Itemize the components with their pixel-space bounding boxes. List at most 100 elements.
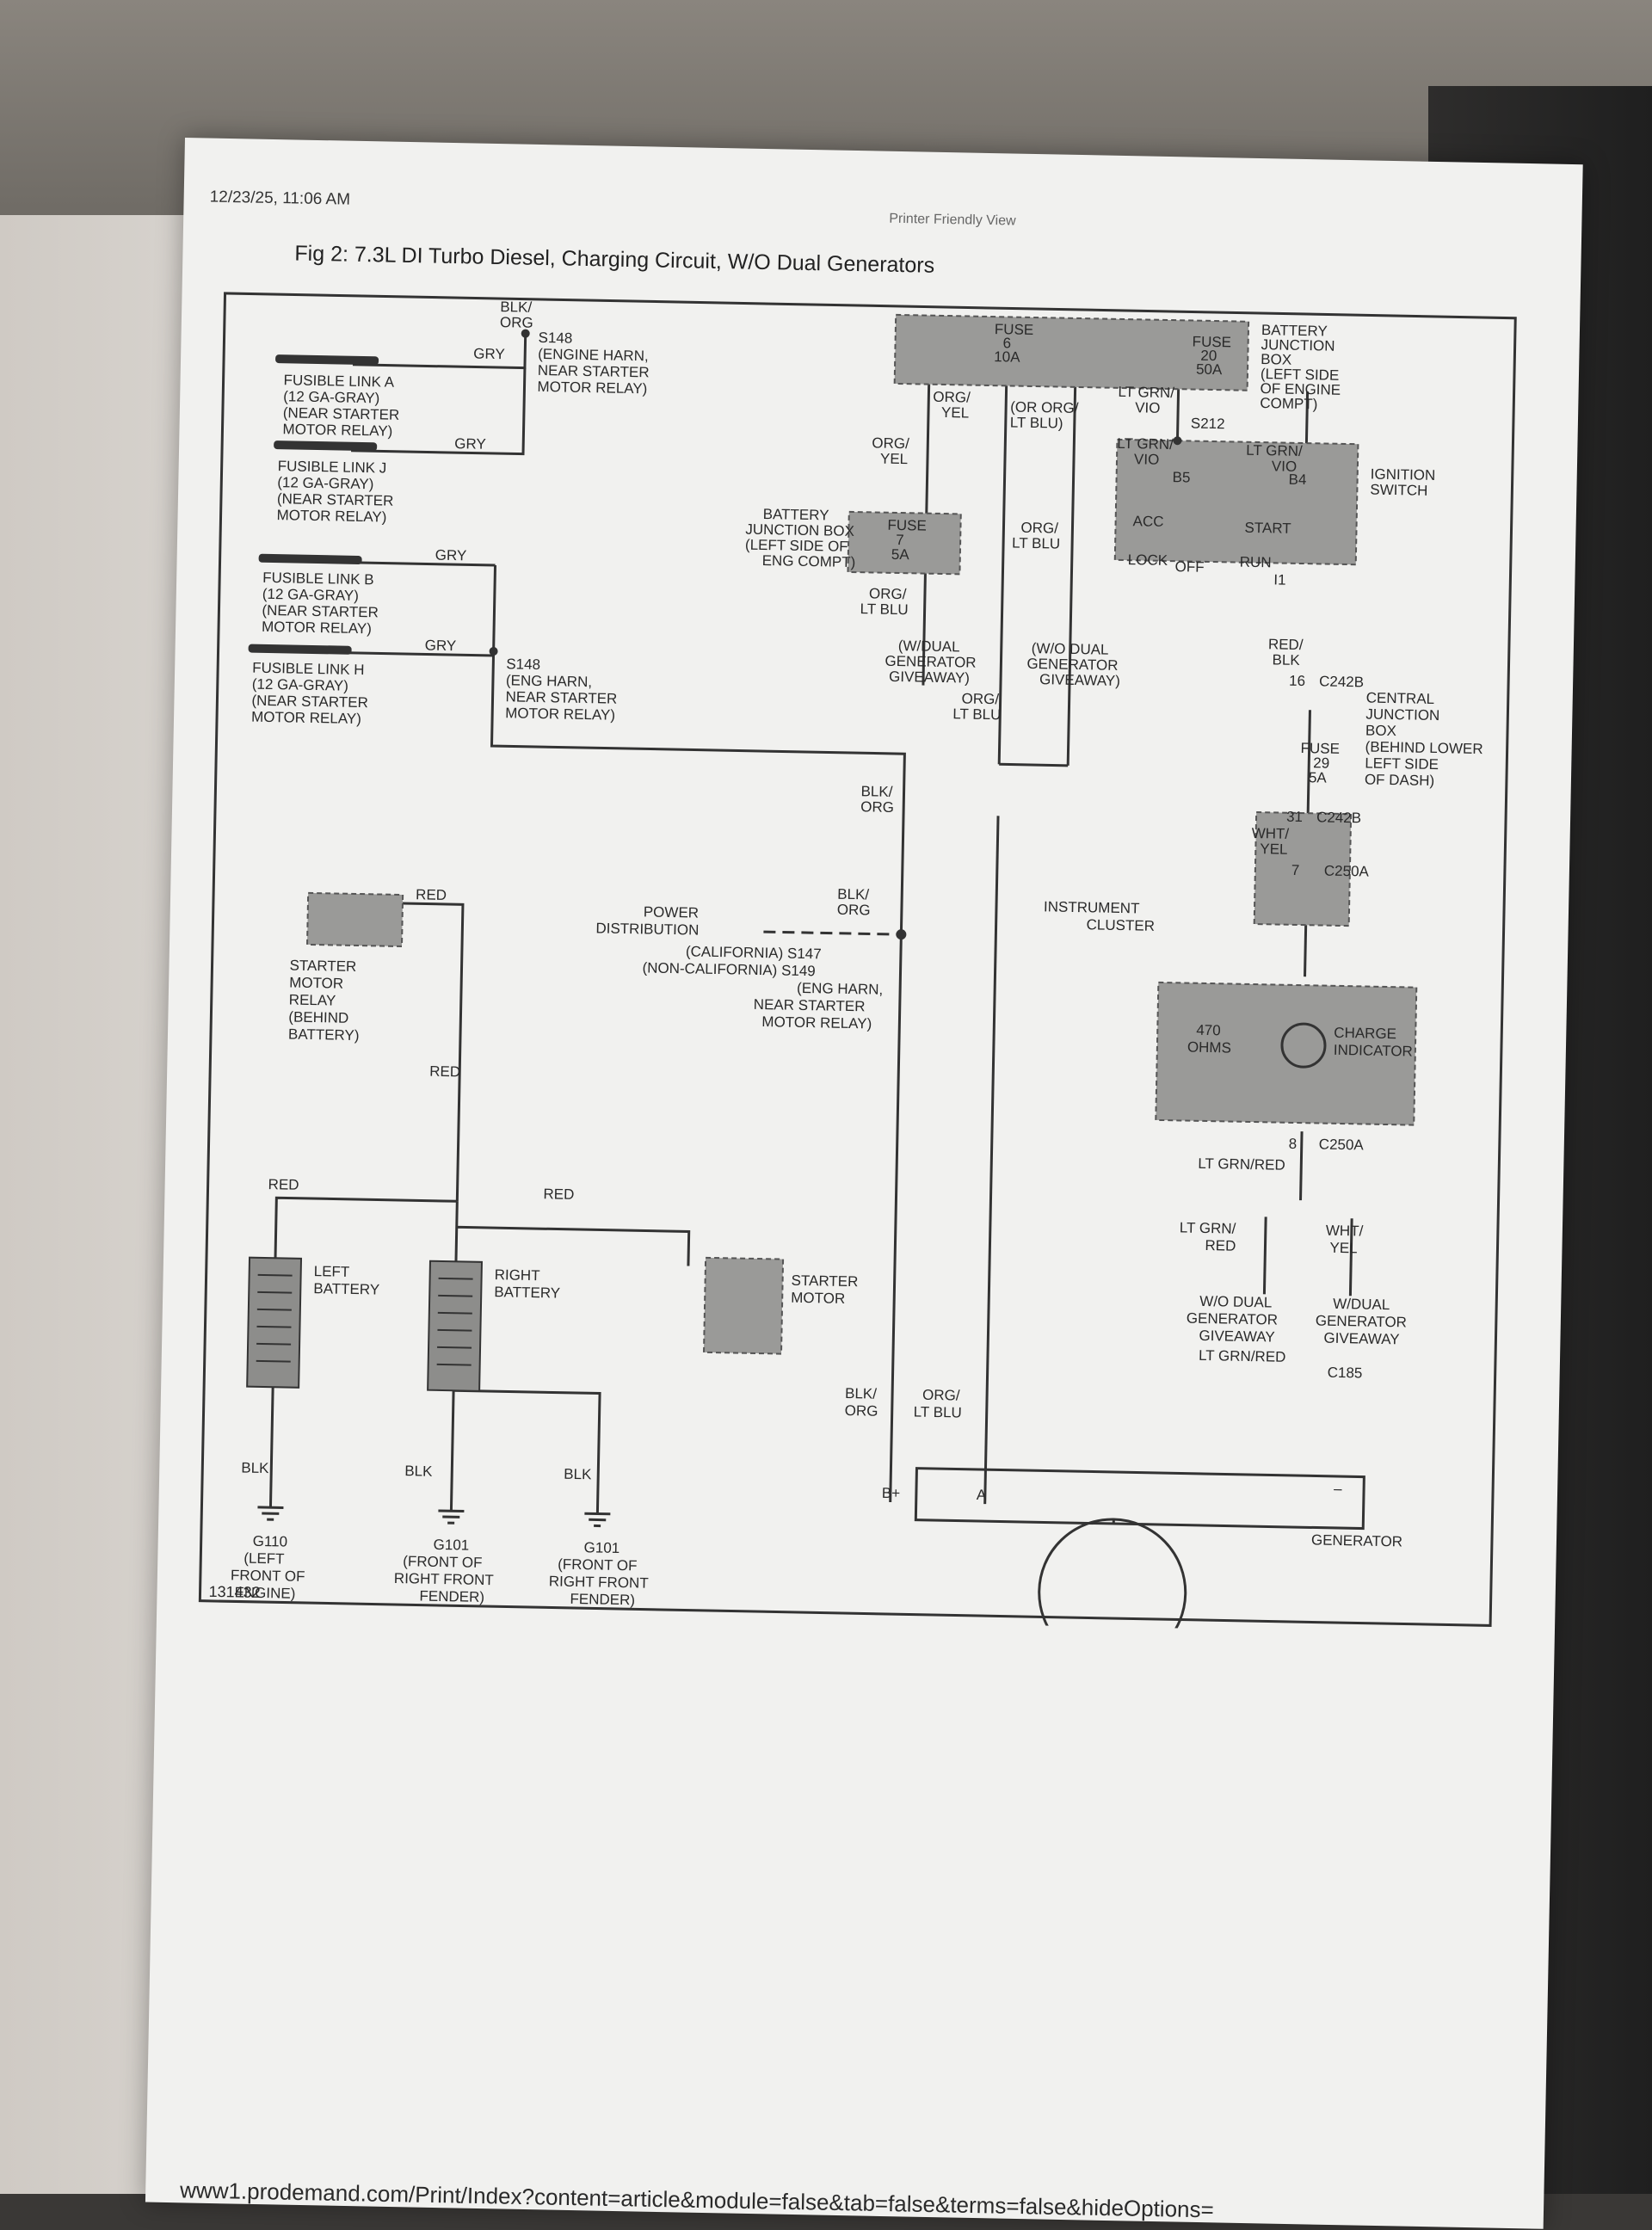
charge-indicator-2: INDICATOR [1334,1042,1413,1060]
g101a-1: G101 [433,1537,469,1554]
wire-ltgrn-red-bot: LT GRN/RED [1199,1347,1286,1365]
w-dual-bot-2: GENERATOR [1316,1312,1407,1330]
wire-red-3: RED [543,1186,574,1203]
terminal-minus: – [1334,1481,1342,1497]
wire-wht-yel-4: YEL [1329,1240,1357,1257]
fusible-link-j-line3: (NEAR STARTER [277,490,394,509]
wire-ltgrn-vio-2b: VIO [1134,451,1160,468]
g101b-3: RIGHT FRONT [549,1573,649,1591]
starter-relay-3: RELAY [289,992,336,1009]
pin-7: 7 [1291,862,1300,878]
wire-org-yel-top-2: YEL [941,404,969,422]
wire-blk-org-pd-1: BLK/ [837,886,869,903]
g101a-2: (FRONT OF [403,1553,483,1571]
ign-acc: ACC [1132,513,1163,530]
wire-blk-org-top-2: ORG [500,314,533,331]
w-dual-bot-1: W/DUAL [1333,1296,1390,1313]
cjb-line1: CENTRAL [1366,689,1435,707]
ign-start: START [1244,520,1291,537]
s148-mid-line2: (ENG HARN, [506,672,592,690]
fuse-29-rating: 5A [1309,769,1328,785]
connector-c185: C185 [1328,1364,1363,1382]
wire-ltgrn-red-l1: LT GRN/ [1180,1219,1236,1236]
g110-1: G110 [253,1533,288,1550]
wire-org-ltblu-r2: LT BLU [1012,535,1060,552]
wire-wht-yel-2: YEL [1260,841,1287,858]
wire-ltgrn-vio-1a: LT GRN/ [1118,384,1174,401]
wire-org-ltblu-b2: LT BLU [914,1404,962,1421]
wire-org-ltblu-m2: LT BLU [952,705,1001,723]
wire-org-ltblu-m1: ORG/ [961,690,999,707]
fusible-link-a-line1: FUSIBLE LINK A [283,372,394,390]
left-battery-2: BATTERY [313,1280,379,1297]
fuse-6-rating: 10A [994,348,1020,366]
cjb-line2: JUNCTION [1365,705,1439,724]
g101a-3: RIGHT FRONT [394,1570,494,1588]
w-dual-mid-3: GIVEAWAY) [889,668,970,687]
wire-blk-org-mid-2: ORG [860,798,894,816]
g101a-4: FENDER) [419,1588,484,1605]
starter-motor-2: MOTOR [791,1290,845,1307]
wire-gry-1: GRY [473,345,505,362]
cjb-line6: OF DASH) [1365,771,1435,789]
connector-c242b-2: C242B [1316,809,1361,826]
ign-b4: B4 [1288,471,1306,488]
fusible-link-b-line4: MOTOR RELAY) [262,619,372,637]
wire-ltgrn-vio-1b: VIO [1135,399,1161,416]
g110-3: FRONT OF [231,1567,305,1585]
s148-mid-line1: S148 [506,656,540,673]
s147-line4: NEAR STARTER [754,996,866,1014]
resistor-470: 470 [1196,1022,1221,1039]
wire-blk-1: BLK [241,1460,269,1477]
connector-c250a-1: C250A [1324,863,1370,880]
fusible-link-j-line1: FUSIBLE LINK J [278,458,387,476]
wiring-diagram: FUSIBLE LINK A (12 GA-GRAY) (NEAR STARTE… [191,268,1542,1635]
splice-s212: S212 [1191,416,1225,433]
page-url: www1.prodemand.com/Print/Index?content=a… [180,2177,1214,2223]
ign-b5: B5 [1172,469,1190,485]
connector-c242b-1: C242B [1319,673,1364,690]
wo-dual-mid-3: GIVEAWAY) [1039,671,1120,689]
wire-blk-2: BLK [404,1463,433,1480]
power-distribution-2: DISTRIBUTION [595,920,699,938]
wire-ltgrn-vio-2a: LT GRN/ [1117,435,1174,453]
cjb-line3: BOX [1365,722,1396,739]
wo-dual-bot-1: W/O DUAL [1199,1293,1272,1311]
fusible-link-h-line1: FUSIBLE LINK H [252,660,365,678]
left-battery-1: LEFT [314,1263,350,1280]
starter-relay-5: BATTERY) [288,1026,360,1044]
fusible-link-b-line1: FUSIBLE LINK B [262,570,374,588]
starter-motor-1: STARTER [791,1272,858,1290]
bjb-right-line6: COMPT) [1260,395,1317,412]
fusible-link-a-line2: (12 GA-GRAY) [283,388,379,406]
wire-blk-org-bot-2: ORG [845,1402,878,1420]
instrument-cluster-1: INSTRUMENT [1044,898,1140,916]
fusible-link-a-line4: MOTOR RELAY) [282,421,392,439]
fusible-link-j-line4: MOTOR RELAY) [276,507,386,525]
fusible-link-h-line3: (NEAR STARTER [251,693,368,712]
fuse-6-label: FUSE [995,321,1034,338]
s148-top-line3: NEAR STARTER [538,362,650,380]
right-battery-1: RIGHT [495,1266,540,1284]
wire-blk-3: BLK [564,1466,592,1483]
cjb-line4: (BEHIND LOWER [1365,738,1482,757]
charge-indicator-1: CHARGE [1334,1025,1396,1042]
s148-mid-line3: NEAR STARTER [505,688,617,706]
s148-top-line2: (ENGINE HARN, [538,346,649,364]
ignition-switch-line2: SWITCH [1370,482,1427,499]
terminal-a: A [977,1487,987,1503]
wire-ltgrn-red-top: LT GRN/RED [1198,1155,1285,1174]
wire-org-ltblu-r1: ORG/ [1020,520,1058,537]
wire-org-yel-top-1: ORG/ [933,389,971,406]
wire-org-yel-1: ORG/ [872,434,909,452]
wire-gry-3: GRY [435,547,467,564]
g101b-1: G101 [583,1539,620,1556]
starter-relay-2: MOTOR [289,975,343,992]
wire-org-ltblu-l1: ORG/ [869,585,907,602]
s147-line2: (NON-CALIFORNIA) S149 [642,959,816,979]
fusible-link-a-line3: (NEAR STARTER [283,404,400,423]
bjb-left-line4: ENG COMPT) [762,552,856,570]
ign-run: RUN [1240,554,1272,571]
right-battery-2: BATTERY [494,1284,560,1301]
wire-gry-4: GRY [425,637,457,654]
